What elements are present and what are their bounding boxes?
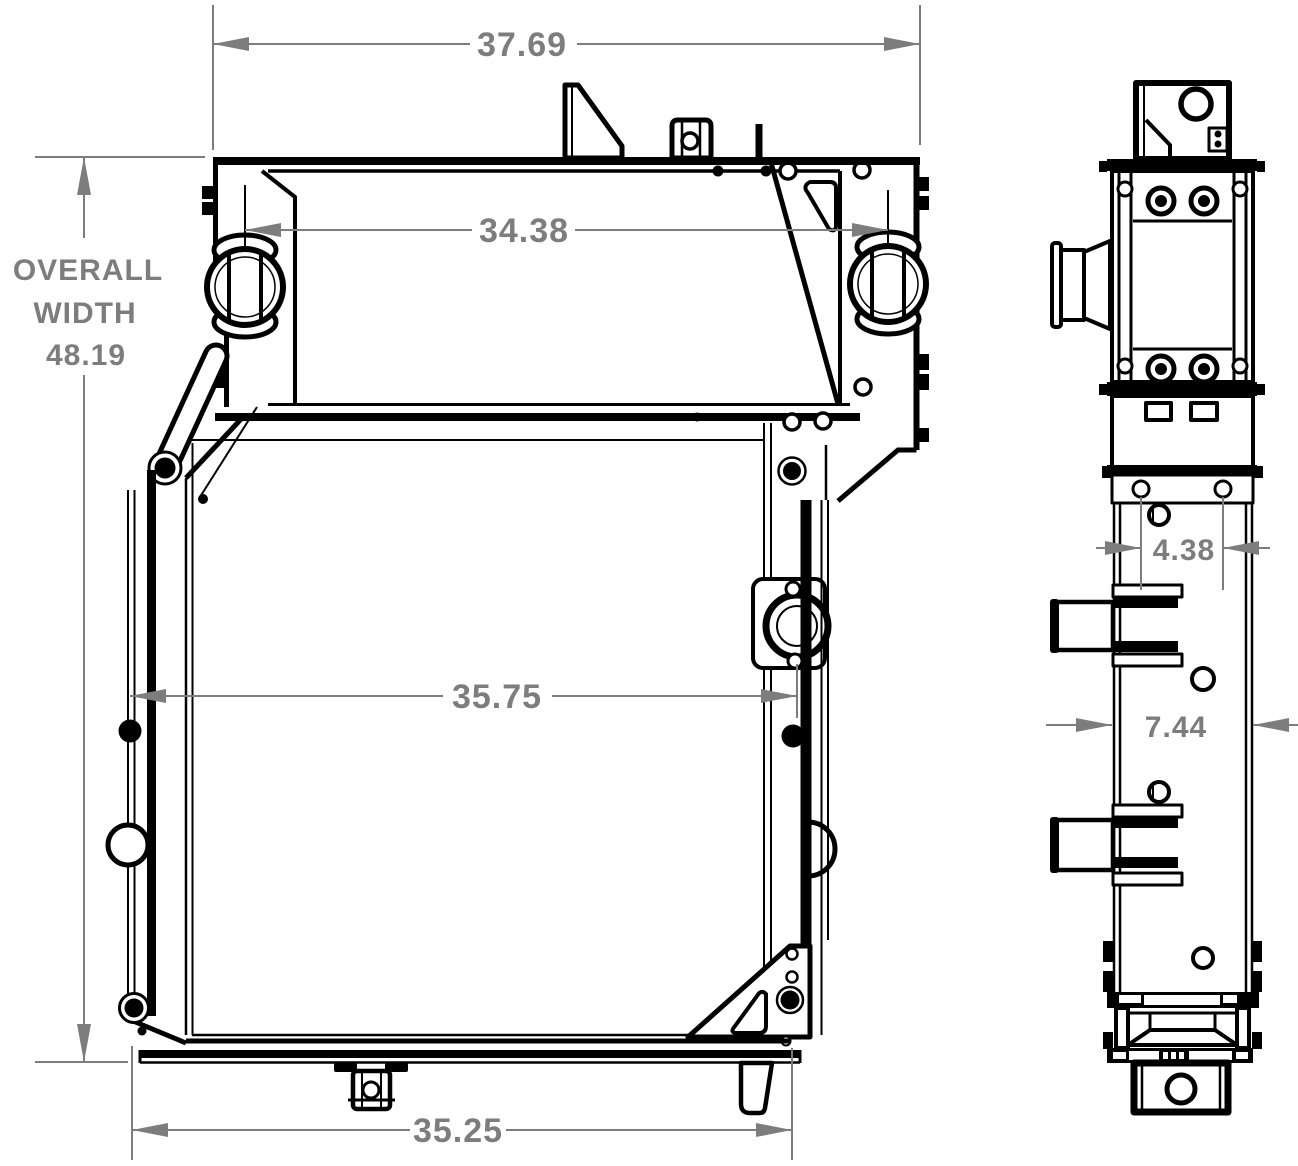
rivet-dot <box>760 165 772 177</box>
weld-dot <box>781 724 805 748</box>
side-hose-port-lower <box>1050 803 1184 887</box>
flange-bar <box>1107 159 1257 171</box>
dim-bottom-width-value: 35.25 <box>413 1112 503 1150</box>
left-side-member <box>105 415 245 1035</box>
dim-side-depth: 7.44 <box>1046 711 1298 744</box>
dim-port-spacing-value: 34.38 <box>479 212 569 250</box>
side-upper-section <box>1050 169 1255 385</box>
side-bottom-assembly <box>1103 992 1262 1116</box>
left-inlet-port <box>204 185 286 340</box>
core <box>192 439 764 1037</box>
flange-bar <box>1107 382 1257 396</box>
bottom-clevis-bracket <box>334 1063 408 1112</box>
side-hole <box>105 822 151 868</box>
side-hose-port-upper <box>1050 583 1184 668</box>
side-core-body <box>1050 503 1262 992</box>
right-side-member <box>751 423 838 1037</box>
clamp-hole <box>680 131 700 151</box>
mounting-foot <box>738 1060 775 1116</box>
dim-top-width: 37.69 <box>212 5 921 150</box>
rivet-dot <box>692 412 702 422</box>
right-inlet-port <box>847 190 929 337</box>
lower-right-bracket <box>685 943 813 1047</box>
side-bolt-band <box>1102 465 1263 505</box>
dim-top-width-value: 37.69 <box>477 26 567 64</box>
side-bottom-tab <box>1130 1059 1232 1116</box>
upper-right-bracket <box>767 158 873 500</box>
bottom-tank <box>118 992 802 1116</box>
dim-core-width: 35.75 <box>130 664 798 718</box>
side-top-bracket <box>1133 80 1232 162</box>
dim-side-depth-value: 7.44 <box>1145 711 1207 744</box>
dim-overall-width-label1: OVERALL <box>13 254 163 287</box>
dim-overall-width-value: 48.19 <box>46 339 126 372</box>
dim-core-width-value: 35.75 <box>452 678 542 716</box>
dim-side-port-offset-value: 4.38 <box>1153 534 1215 567</box>
front-view <box>105 82 929 1116</box>
bolt <box>1145 185 1220 385</box>
dim-overall-width-label2: WIDTH <box>33 297 136 330</box>
side-port <box>751 577 832 670</box>
top-clamp-bracket <box>669 117 714 161</box>
weld-dot <box>118 719 142 743</box>
dim-side-port-offset: 4.38 <box>1096 497 1270 590</box>
side-mid-section <box>1110 394 1255 469</box>
dim-port-spacing: 34.38 <box>245 212 888 250</box>
left-pivot-arm <box>147 342 258 504</box>
dim-bottom-width: 35.25 <box>131 1046 793 1160</box>
dim-overall-width: OVERALL WIDTH 48.19 <box>13 156 205 1063</box>
side-pipe-stub <box>1050 239 1112 331</box>
rivet-dot <box>712 165 724 177</box>
side-view <box>1050 80 1265 1116</box>
top-gusset-bracket <box>562 82 625 161</box>
